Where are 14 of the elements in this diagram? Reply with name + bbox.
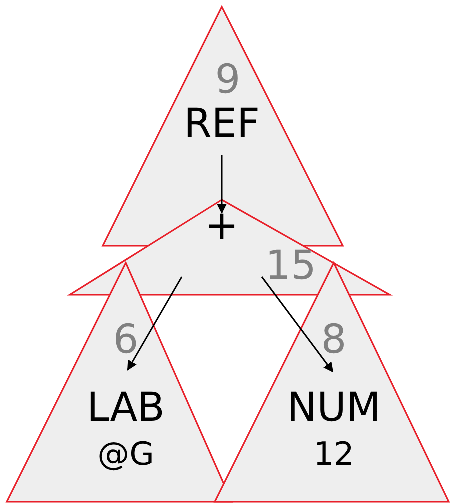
arrow	[217, 155, 227, 214]
triangle-node	[70, 200, 390, 295]
node-label: 12	[314, 438, 354, 470]
node-label: NUM	[287, 388, 381, 428]
node-number: 15	[266, 246, 316, 286]
node-number: 6	[113, 320, 139, 360]
node-number: 9	[215, 60, 241, 100]
arrow	[127, 276, 183, 371]
arrow	[261, 276, 334, 373]
node-label: REF	[184, 104, 260, 144]
node-label: @G	[98, 438, 154, 470]
node-label: +	[205, 206, 239, 246]
node-number: 8	[321, 320, 347, 360]
node-label: LAB	[87, 388, 165, 428]
